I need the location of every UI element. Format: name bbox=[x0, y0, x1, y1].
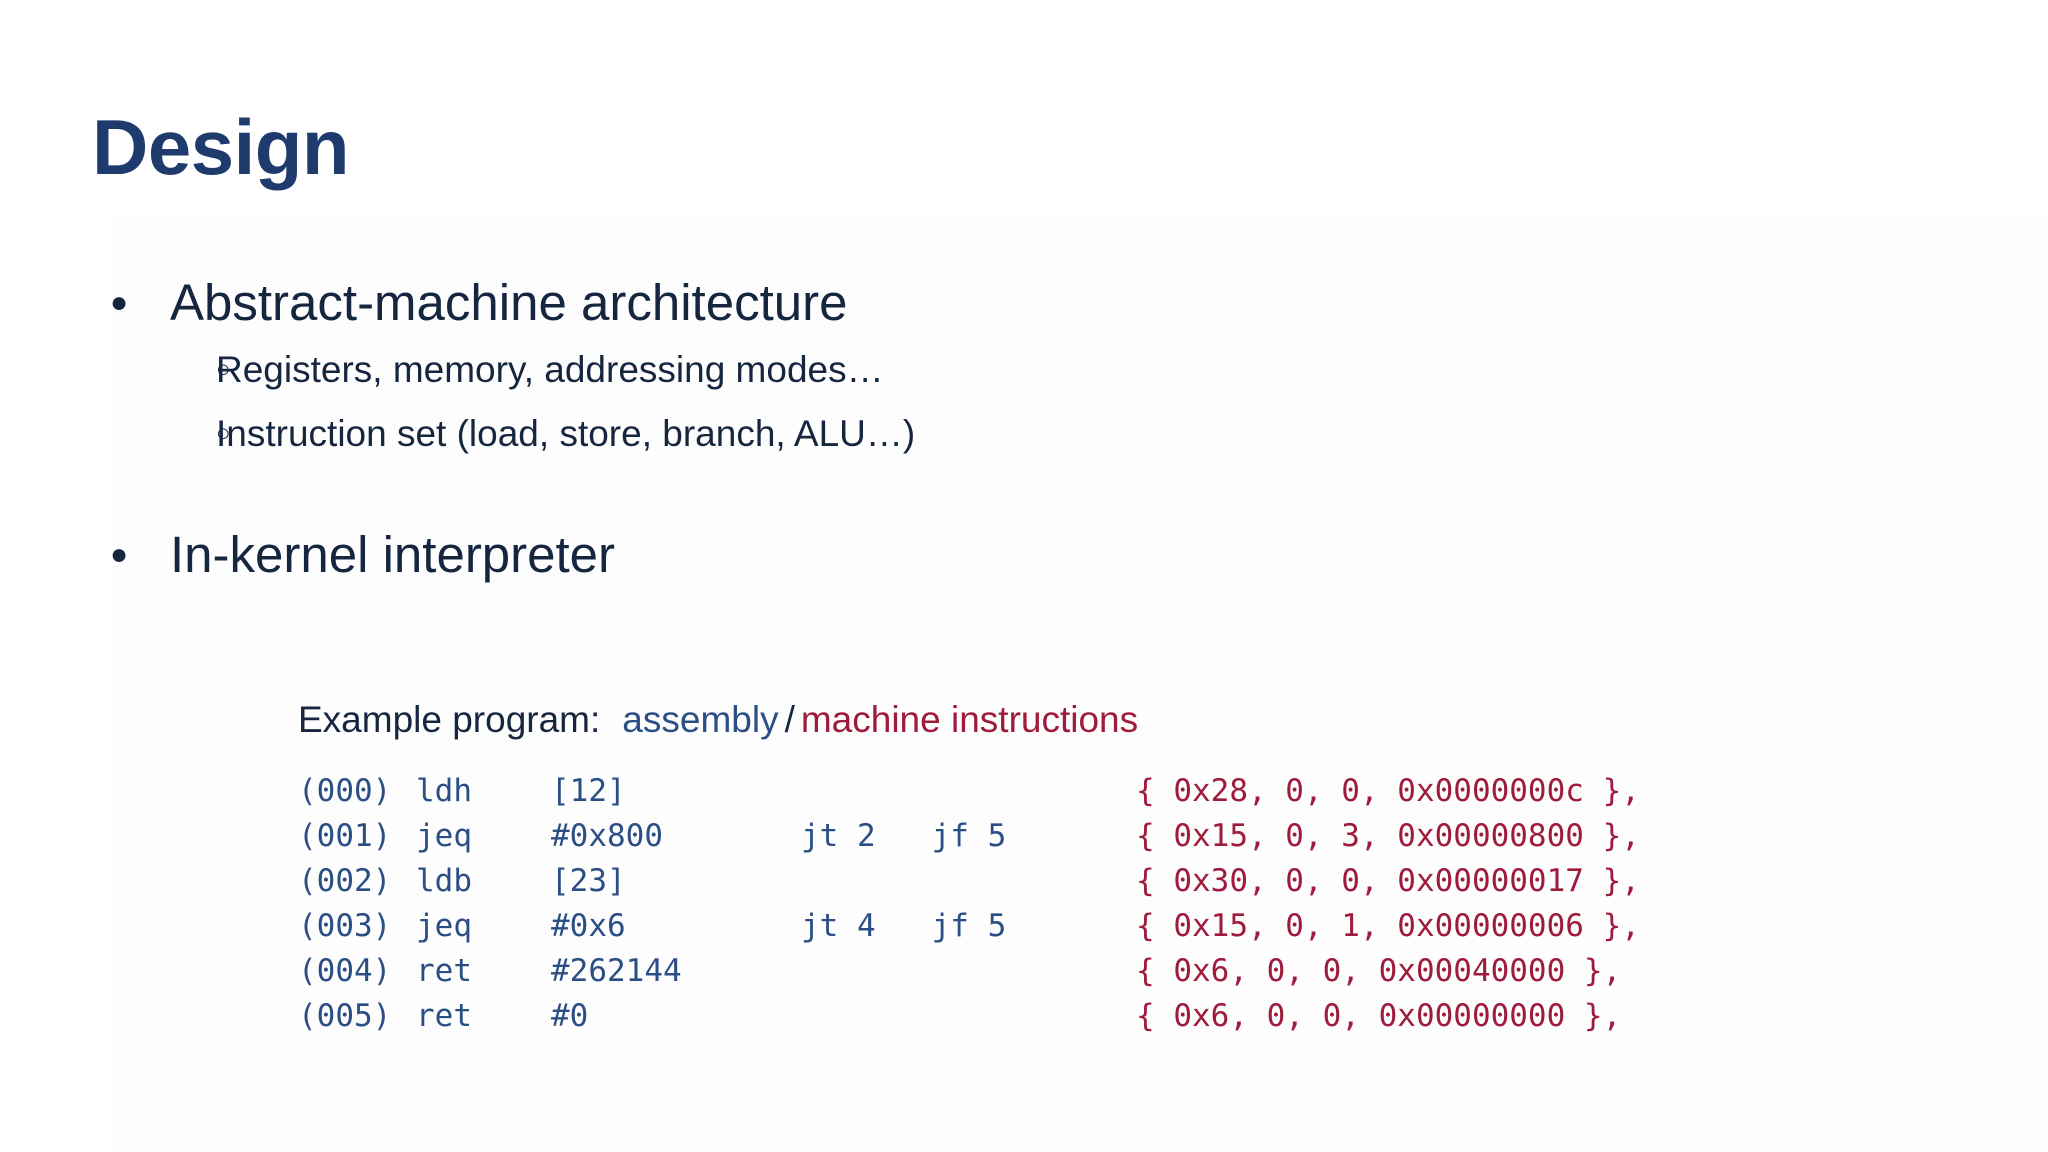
code-address: (003) bbox=[298, 908, 392, 944]
example-program-code-table: (000) ldh [12] { 0x28, 0, 0, 0x0000000c … bbox=[298, 769, 1640, 1039]
code-address: (001) bbox=[298, 818, 392, 854]
assembly-legend-label: assembly bbox=[622, 699, 779, 740]
code-address: (002) bbox=[298, 863, 392, 899]
code-address: (005) bbox=[298, 998, 392, 1034]
example-program-caption: Example program: assembly/machine instruc… bbox=[298, 695, 1998, 745]
code-operand: #0x6 bbox=[551, 908, 626, 944]
sub-bullet-label: Instruction set (load, store, branch, AL… bbox=[216, 413, 916, 454]
example-program-block: Example program: assembly/machine instruc… bbox=[298, 695, 1998, 1039]
machine-instructions-legend-label: machine instructions bbox=[800, 699, 1139, 740]
hollow-bullet-icon: ○ bbox=[216, 420, 231, 447]
code-opcode: ldh bbox=[416, 773, 472, 809]
sub-bullet-item-instruction-set: ○ Instruction set (load, store, branch, … bbox=[92, 408, 1952, 460]
example-caption-prefix: Example program: bbox=[298, 699, 601, 740]
code-operand: [12] bbox=[551, 773, 626, 809]
code-machine-instruction: { 0x15, 0, 1, 0x00000006 }, bbox=[1136, 908, 1640, 944]
bullet-label: In-kernel interpreter bbox=[170, 526, 616, 583]
table-row: (000) ldh [12] { 0x28, 0, 0, 0x0000000c … bbox=[298, 769, 1640, 814]
code-jump bbox=[801, 994, 1136, 1039]
bullet-item-abstract-machine-architecture: ● Abstract-machine architecture bbox=[92, 272, 1952, 334]
table-row: (005) ret #0 { 0x6, 0, 0, 0x00000000 }, bbox=[298, 994, 1640, 1039]
table-row: (004) ret #262144 { 0x6, 0, 0, 0x0004000… bbox=[298, 949, 1640, 994]
code-jump bbox=[801, 949, 1136, 994]
code-jump: jt 2 jf 5 bbox=[801, 818, 1007, 854]
page-title: Design bbox=[92, 103, 350, 191]
code-operand: #0 bbox=[551, 998, 589, 1034]
slide-content-area bbox=[110, 215, 2048, 1152]
code-opcode: ret bbox=[416, 998, 472, 1034]
code-address: (000) bbox=[298, 773, 392, 809]
code-jump: jt 4 jf 5 bbox=[801, 908, 1007, 944]
code-machine-instruction: { 0x6, 0, 0, 0x00040000 }, bbox=[1136, 953, 1622, 989]
code-address: (004) bbox=[298, 953, 392, 989]
sub-bullet-list-architecture: ○ Registers, memory, addressing modes… ○… bbox=[92, 344, 1952, 460]
sub-bullet-label: Registers, memory, addressing modes… bbox=[216, 349, 884, 390]
code-machine-instruction: { 0x6, 0, 0, 0x00000000 }, bbox=[1136, 998, 1622, 1034]
filled-bullet-icon: ● bbox=[110, 538, 129, 571]
bullet-list: ● Abstract-machine architecture ○ Regist… bbox=[92, 272, 1952, 596]
bullet-label: Abstract-machine architecture bbox=[170, 274, 848, 331]
code-opcode: jeq bbox=[416, 818, 472, 854]
table-row: (001) jeq #0x800 jt 2 jf 5 { 0x15, 0, 3,… bbox=[298, 814, 1640, 859]
code-opcode: jeq bbox=[416, 908, 472, 944]
bullet-item-in-kernel-interpreter: ● In-kernel interpreter bbox=[92, 524, 1952, 586]
table-row: (003) jeq #0x6 jt 4 jf 5 { 0x15, 0, 1, 0… bbox=[298, 904, 1640, 949]
hollow-bullet-icon: ○ bbox=[216, 356, 231, 383]
code-machine-instruction: { 0x30, 0, 0, 0x00000017 }, bbox=[1136, 863, 1640, 899]
code-operand: [23] bbox=[551, 863, 626, 899]
code-machine-instruction: { 0x15, 0, 3, 0x00000800 }, bbox=[1136, 818, 1640, 854]
table-row: (002) ldb [23] { 0x30, 0, 0, 0x00000017 … bbox=[298, 859, 1640, 904]
code-opcode: ldb bbox=[416, 863, 472, 899]
code-machine-instruction: { 0x28, 0, 0, 0x0000000c }, bbox=[1136, 773, 1640, 809]
code-operand: #0x800 bbox=[551, 818, 663, 854]
code-jump bbox=[801, 859, 1136, 904]
spacer bbox=[92, 472, 1952, 524]
sub-bullet-item-registers-memory: ○ Registers, memory, addressing modes… bbox=[92, 344, 1952, 396]
code-operand: #262144 bbox=[551, 953, 682, 989]
code-jump bbox=[801, 769, 1136, 814]
code-opcode: ret bbox=[416, 953, 472, 989]
filled-bullet-icon: ● bbox=[110, 286, 129, 319]
legend-separator: / bbox=[784, 699, 795, 740]
